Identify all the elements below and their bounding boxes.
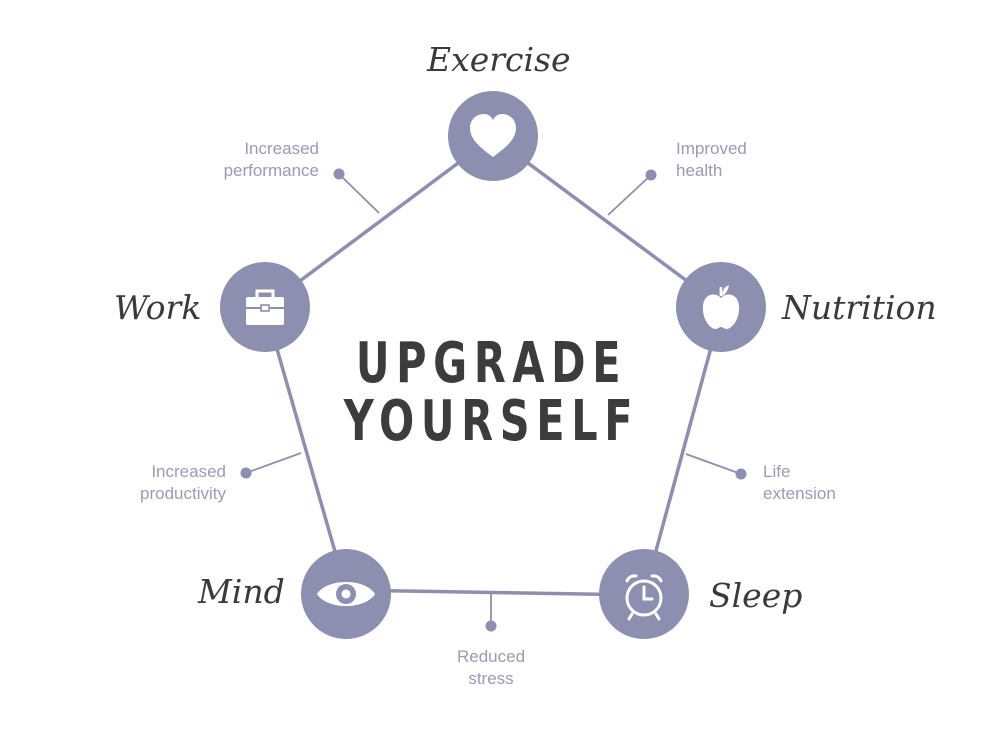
toolbox-icon [246, 289, 284, 325]
benefit-increased-performance-line1: Increased [244, 139, 319, 158]
heart-icon [470, 114, 516, 157]
connector-increased-performance [338, 173, 380, 214]
benefit-reduced-stress: Reduced stress [431, 646, 551, 690]
label-mind: Mind [198, 572, 285, 611]
connector-dot-improved-health [645, 169, 657, 181]
headline-line-2: YOURSELF [343, 389, 640, 454]
benefit-improved-health-line1: Improved [676, 139, 747, 158]
connector-improved-health [607, 174, 652, 216]
benefit-connectors [240, 168, 747, 632]
node-sleep [599, 549, 689, 639]
edge-mind-work [263, 305, 348, 592]
benefit-increased-productivity-line2: productivity [140, 484, 226, 503]
benefit-improved-health-line2: health [676, 161, 723, 180]
benefit-increased-productivity-line1: Increased [151, 462, 226, 481]
edge-exercise-nutrition [491, 135, 724, 309]
alarm-clock-icon [625, 574, 663, 621]
benefit-increased-performance: Increased performance [180, 138, 319, 182]
label-nutrition: Nutrition [782, 288, 937, 327]
benefit-life-extension: Life extension [763, 461, 836, 505]
label-sleep: Sleep [709, 576, 803, 615]
connector-increased-productivity [245, 452, 302, 474]
benefit-improved-health: Improved health [676, 138, 747, 182]
edge-work-exercise [263, 135, 495, 309]
pentagon-edges [263, 135, 724, 597]
node-mind [301, 549, 391, 639]
headline-line-1: UPGRADE [355, 331, 628, 396]
edge-sleep-mind [344, 588, 646, 597]
label-exercise: Exercise [427, 40, 571, 79]
benefit-increased-performance-line2: performance [223, 161, 319, 180]
connector-dot-reduced-stress [485, 620, 497, 632]
benefit-reduced-stress-line2: stress [468, 669, 514, 688]
eye-icon [317, 582, 375, 606]
node-work [220, 262, 310, 352]
benefit-life-extension-line2: extension [763, 484, 836, 503]
benefit-reduced-stress-line1: Reduced [456, 647, 526, 666]
connector-dot-increased-productivity [240, 467, 252, 479]
label-work: Work [114, 288, 202, 327]
benefit-increased-productivity: Increased productivity [96, 461, 226, 505]
connector-dot-life-extension [735, 468, 747, 480]
connector-dot-increased-performance [333, 168, 345, 180]
apple-icon [702, 285, 740, 329]
edge-nutrition-sleep [642, 305, 724, 597]
benefit-life-extension-line1: Life [763, 462, 791, 481]
node-exercise [448, 91, 538, 181]
connector-life-extension [685, 453, 742, 475]
node-nutrition [676, 262, 766, 352]
